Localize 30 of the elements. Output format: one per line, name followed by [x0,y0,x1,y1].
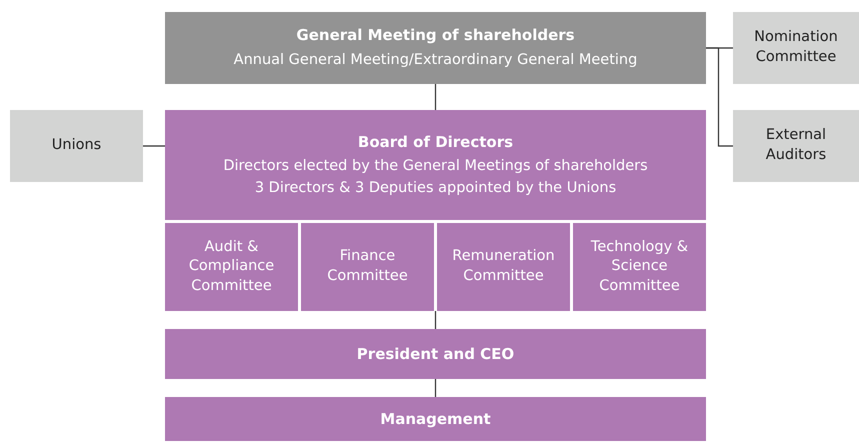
side-box [733,12,859,84]
box-text: 3 Directors & 3 Deputies appointed by the Unions [254,178,616,198]
connector-line [143,145,165,147]
box-text: Audit & Compliance Committee [188,238,276,296]
box-heading: Board of Directors [358,132,514,152]
org-box [165,329,706,379]
meeting-box [165,12,706,84]
box-text: Nomination Committee [753,28,839,67]
box-text: External Auditors [764,126,828,165]
box-text: Technology & Science Committee [590,238,690,296]
box-text: Directors elected by the General Meetings of shareholders [223,157,648,176]
side-box [733,110,859,182]
box-heading: President and CEO [356,344,514,365]
committee-box [437,223,570,311]
box-text: Remuneration Committee [451,247,556,286]
connector-line [434,84,436,110]
org-box [165,397,706,441]
box-text: Finance Committee [326,247,409,286]
committee-box [573,223,706,311]
connector-line [706,47,733,147]
committee-box [165,223,298,311]
side-box [10,110,143,182]
connector-line [434,379,436,397]
box-text: Annual General Meeting/Extraordinary General Meeting [234,50,638,70]
committee-box [301,223,434,311]
box-heading: Management [380,408,491,430]
org-box [165,110,706,220]
box-text: Unions [52,136,102,156]
connector-line [434,311,436,329]
box-heading: General Meeting of shareholders [296,25,575,46]
